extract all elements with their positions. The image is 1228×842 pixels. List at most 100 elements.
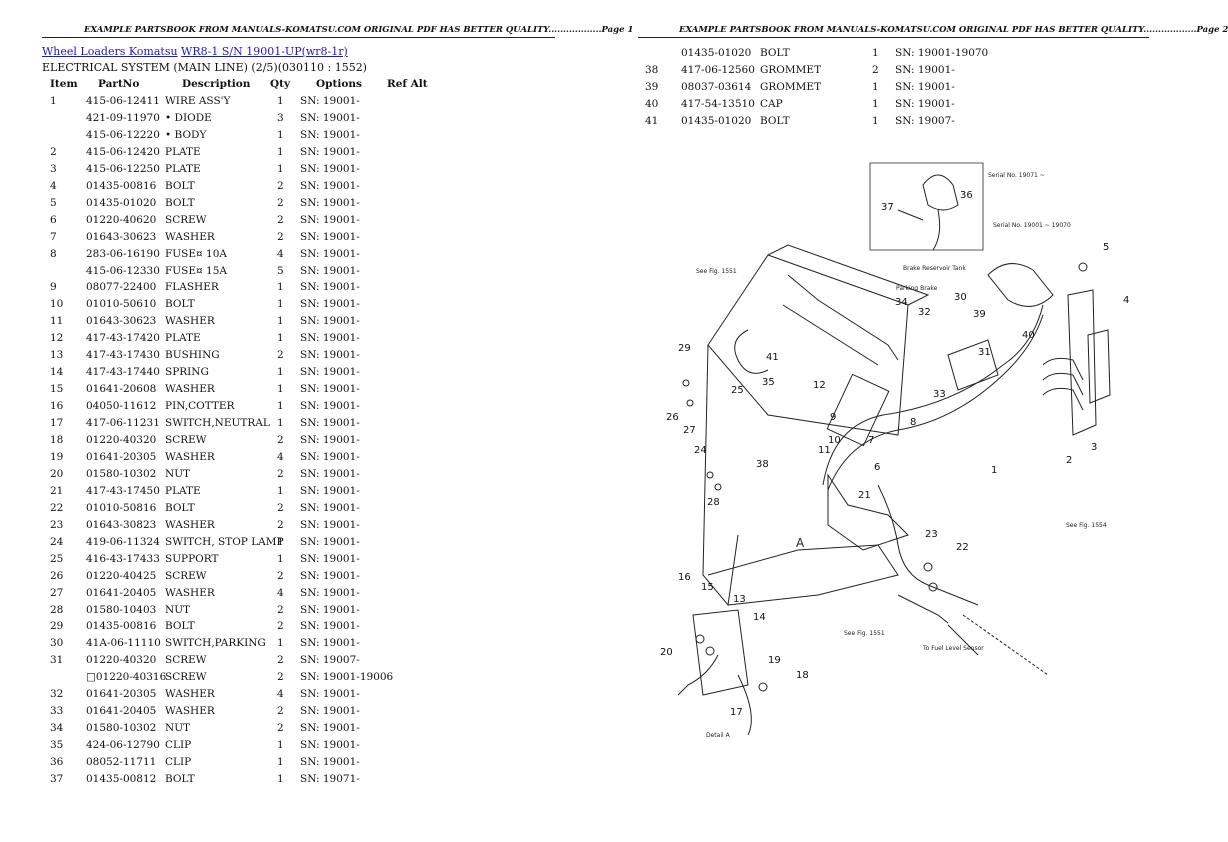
cell-options: SN: 19001- [300,247,360,260]
cell-item: 41 [645,114,659,127]
cell-item: 27 [50,586,64,599]
cell-options: SN: 19001- [300,434,360,446]
callout-number: 34 [895,297,908,308]
cell-description: CLIP [165,756,192,769]
cell-qty: 2 [277,705,284,718]
cell-partno: 417-06-11231 [86,417,160,430]
cell-qty: 1 [277,484,284,497]
annotation-brake-tank: Brake Reservoir Tank [903,265,966,272]
cell-description: SCREW [165,434,207,446]
col-header-item: Item [50,78,78,90]
cell-options: SN: 19001- [300,179,360,192]
cell-options: SN: 19001- [300,145,360,158]
callout-number: 41 [766,352,779,363]
col-header-description: Description [182,78,251,90]
cell-description: WASHER [165,230,215,243]
annotation-fuel-sensor: To Fuel Level Sensor [922,645,984,652]
cell-qty: 2 [277,603,284,616]
callout-number: 22 [956,542,969,553]
cell-options: SN: 19001- [300,383,360,396]
cell-options: SN: 19001- [300,756,360,769]
cell-qty: 1 [277,145,284,158]
cell-options: SN: 19001- [300,586,360,599]
cell-qty: 1 [277,535,284,548]
page-title: ELECTRICAL SYSTEM (MAIN LINE) (2/5)(0301… [42,61,367,74]
cell-item: 2 [50,145,57,158]
cell-description: NUT [165,722,191,735]
cell-item: 5 [50,196,57,209]
cell-item: 23 [50,518,64,531]
callout-number: 35 [762,377,775,388]
cell-item: 4 [50,179,57,192]
cell-options: SN: 19001- [300,332,360,345]
cell-qty: 1 [277,162,284,175]
cell-item: 25 [50,552,64,565]
header-rule-right [638,37,1149,38]
breadcrumb: Wheel Loaders Komatsu WR8-1 S/N 19001-UP… [42,45,348,58]
cell-description: PLATE [165,145,201,158]
cell-options: SN: 19001- [300,552,360,565]
callout-number: 15 [701,582,714,593]
cell-description: GROMMET [760,63,822,76]
callout-number: 40 [1022,330,1035,341]
cell-description: SCREW [165,671,207,684]
cell-partno: 01220-40425 [86,569,157,582]
breadcrumb-link-model[interactable]: WR8-1 S/N 19001-UP(wr8-1r) [181,45,348,58]
cell-description: WASHER [165,586,215,599]
cell-options: SN: 19001- [300,162,360,175]
cell-item: 7 [50,230,57,243]
cell-options: SN: 19001- [300,230,360,243]
cell-qty: 4 [277,688,284,701]
cell-partno: 01641-20305 [86,450,157,463]
cell-options: SN: 19001- [300,501,360,514]
cell-qty: 2 [277,620,284,633]
cell-item: 20 [50,467,64,480]
cell-description: PLATE [165,162,201,175]
cell-item: 33 [50,705,64,718]
cell-options: SN: 19001- [300,688,360,701]
cell-description: BOLT [165,773,195,785]
cell-item: 26 [50,569,64,582]
breadcrumb-link-category[interactable]: Wheel Loaders Komatsu [42,45,178,58]
cell-partno: 01641-20405 [86,586,157,599]
cell-description: FLASHER [165,281,219,294]
cell-item: 18 [50,434,64,446]
cell-partno: 417-43-17420 [86,332,160,345]
cell-description: SCREW [165,654,207,667]
cell-description: SWITCH, STOP LAMP [165,535,284,548]
annotation-detail-a: Detail A [706,732,731,739]
cell-options: SN: 19001- [300,739,360,752]
cell-options: SN: 19001- [300,637,360,650]
cell-qty: 2 [277,213,284,226]
cell-item: 37 [50,773,64,785]
cell-description: BOLT [760,47,790,59]
callout-number: 18 [796,670,809,681]
cell-qty: 2 [277,230,284,243]
cell-description: NUT [165,603,191,616]
callout-number: 26 [666,412,679,423]
cell-qty: 1 [277,332,284,345]
cell-qty: 1 [277,637,284,650]
callout-number: 3 [1091,442,1097,453]
cell-partno: 01643-30823 [86,518,157,531]
cell-options: SN: 19001-19070 [895,47,989,59]
cell-description: WASHER [165,688,215,701]
cell-qty: 1 [277,400,284,413]
cell-qty: 1 [277,128,284,141]
cell-description: NUT [165,467,191,480]
cell-partno: 01641-20305 [86,688,157,701]
cell-item: 35 [50,739,64,752]
